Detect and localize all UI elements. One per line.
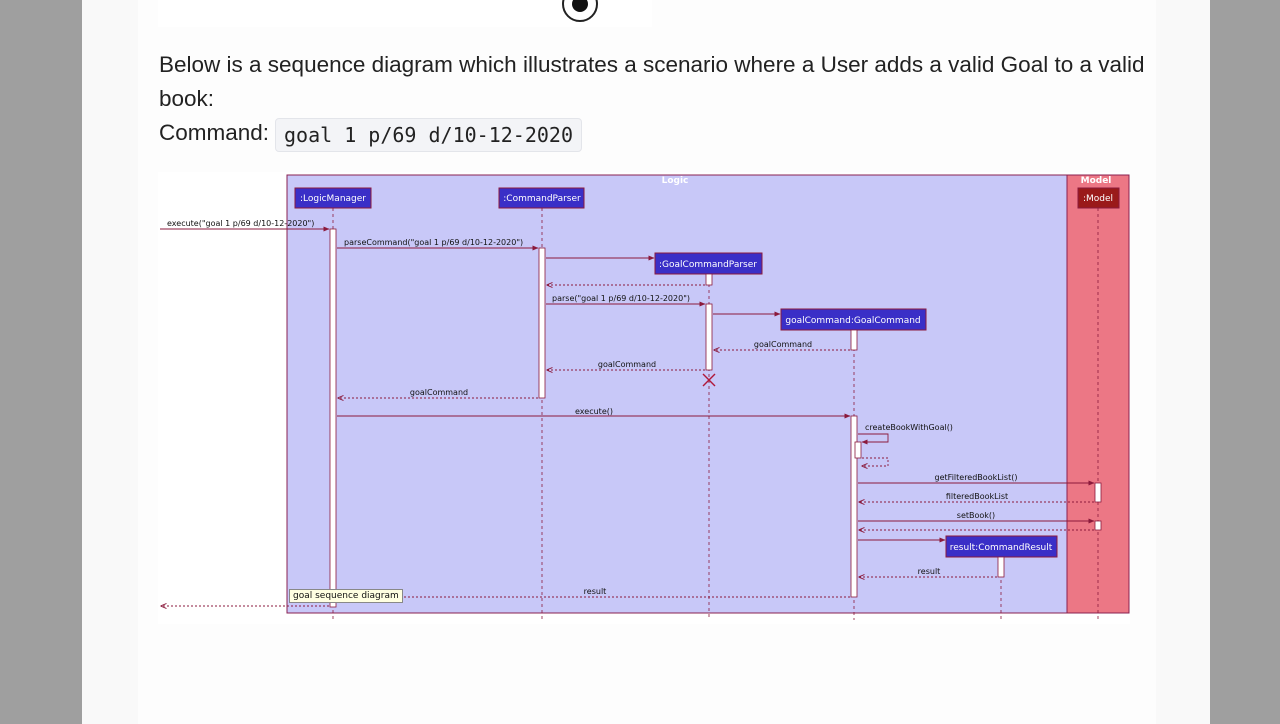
previous-image	[158, 0, 652, 27]
activation-bars	[329, 228, 1102, 608]
command-label: Command:	[159, 120, 270, 145]
svg-text::LogicManager: :LogicManager	[300, 194, 366, 204]
label-create-book-with-goal: createBookWithGoal()	[865, 423, 953, 432]
label-goal-command-3: goalCommand	[410, 388, 468, 397]
label-goal-command-1: goalCommand	[754, 340, 812, 349]
intro-paragraph: Below is a sequence diagram which illust…	[159, 52, 1145, 111]
label-parse: parse("goal 1 p/69 d/10-12-2020")	[552, 294, 690, 303]
participant-logic-manager: :LogicManager	[294, 187, 372, 209]
label-execute: execute()	[575, 407, 613, 416]
label-result-2: result	[584, 587, 607, 596]
destroy-mark	[702, 373, 716, 387]
svg-text::CommandParser: :CommandParser	[503, 194, 581, 204]
label-filtered-book-list: filteredBookList	[946, 492, 1008, 501]
svg-text::GoalCommandParser: :GoalCommandParser	[659, 260, 757, 270]
sequence-diagram-image: Logic Model :LogicManager :CommandParser…	[158, 172, 1130, 624]
participant-command-parser: :CommandParser	[498, 187, 585, 209]
msg-create-book-with-goal	[858, 433, 889, 445]
participant-command-result: result:CommandResult	[945, 535, 1058, 558]
participant-goal-command-parser: :GoalCommandParser	[654, 252, 763, 275]
svg-text::Model: :Model	[1083, 194, 1113, 204]
svg-text:goalCommand:GoalCommand: goalCommand:GoalCommand	[785, 316, 920, 326]
label-set-book: setBook()	[957, 511, 995, 520]
label-result-1: result	[918, 567, 941, 576]
diagram-tooltip: goal sequence diagram	[289, 589, 403, 603]
command-code: goal 1 p/69 d/10-12-2020	[275, 118, 582, 152]
model-frame-title: Model	[1081, 176, 1112, 186]
participant-model: :Model	[1077, 187, 1120, 209]
label-parse-command: parseCommand("goal 1 p/69 d/10-12-2020")	[344, 238, 523, 247]
label-goal-command-2: goalCommand	[598, 360, 656, 369]
svg-text:result:CommandResult: result:CommandResult	[950, 543, 1053, 553]
label-execute-call: execute("goal 1 p/69 d/10-12-2020")	[167, 219, 314, 228]
circle-icon	[562, 0, 598, 22]
logic-frame-title: Logic	[662, 176, 689, 186]
msg-create-book-return	[862, 457, 889, 466]
participant-goal-command: goalCommand:GoalCommand	[780, 308, 927, 331]
label-get-filtered-book-list: getFilteredBookList()	[935, 473, 1018, 482]
